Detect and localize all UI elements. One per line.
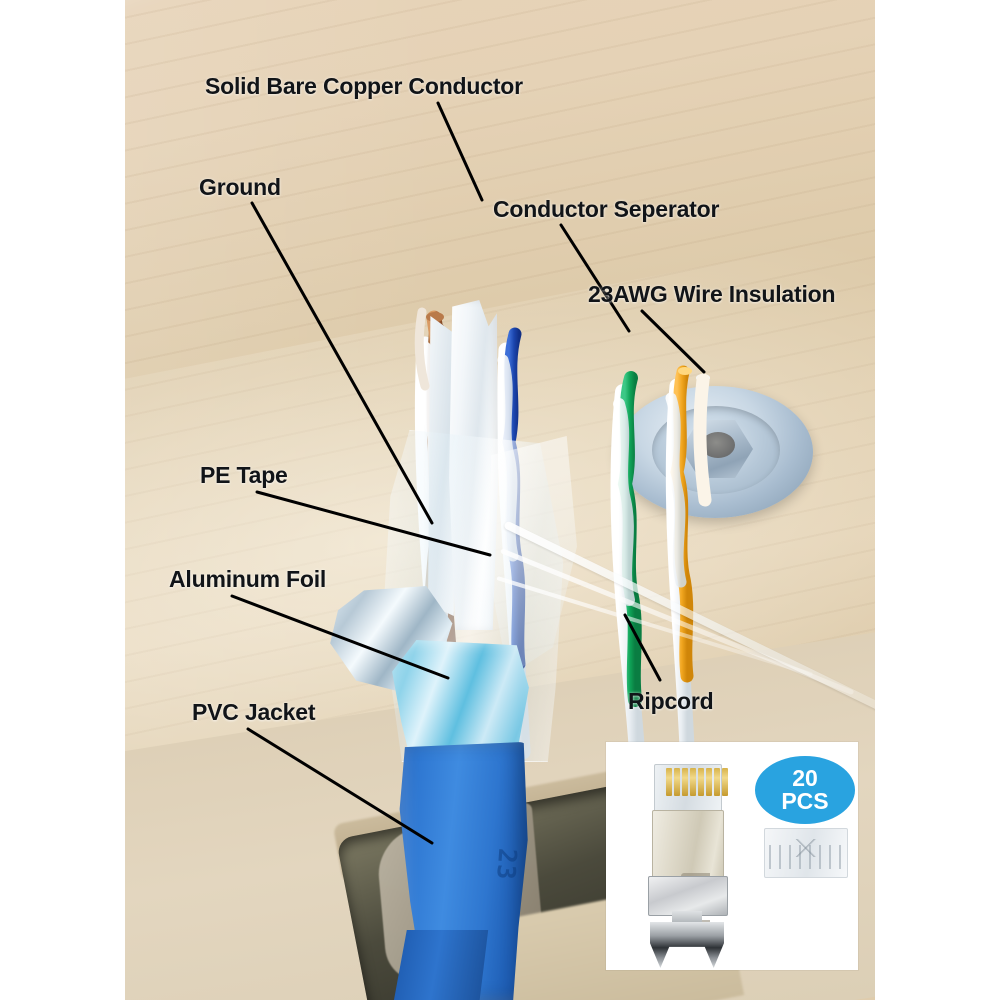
load-bar-chevrons xyxy=(773,839,839,857)
label-pvc-jacket: PVC Jacket xyxy=(192,699,316,725)
label-23awg-wire-insulation: 23AWG Wire Insulation xyxy=(588,281,836,307)
rj45-connector xyxy=(646,756,728,968)
rj45-pin xyxy=(722,768,728,796)
label-conductor-seperator: Conductor Seperator xyxy=(493,196,720,222)
product-inset-card: 20 PCS xyxy=(606,742,858,970)
rj45-gold-pins xyxy=(666,768,728,796)
rj45-latch-tab xyxy=(672,911,702,925)
rj45-pin xyxy=(666,768,672,796)
rj45-pin xyxy=(682,768,688,796)
quantity-badge: 20 PCS xyxy=(755,756,855,824)
rj45-load-bar xyxy=(764,828,848,878)
23awg-wire-insulation xyxy=(693,373,712,507)
rj45-pin xyxy=(698,768,704,796)
rj45-pin xyxy=(714,768,720,796)
rj45-clear-housing xyxy=(654,764,728,814)
label-solid-bare-copper-conductor: Solid Bare Copper Conductor xyxy=(205,73,523,99)
label-ripcord: Ripcord xyxy=(628,688,714,714)
label-aluminum-foil: Aluminum Foil xyxy=(169,566,327,592)
rj45-strain-relief-claw xyxy=(650,922,724,968)
label-ground: Ground xyxy=(199,174,281,200)
rj45-shield-skirt xyxy=(648,876,728,916)
label-pe-tape: PE Tape xyxy=(200,462,288,488)
rj45-pin xyxy=(690,768,696,796)
jacket-print-text: 23 xyxy=(491,847,523,882)
rj45-pin xyxy=(706,768,712,796)
quantity-count: 20 xyxy=(792,764,818,791)
rj45-pin xyxy=(674,768,680,796)
pvc-jacket-lower xyxy=(393,930,489,1000)
quantity-unit: PCS xyxy=(781,788,829,814)
